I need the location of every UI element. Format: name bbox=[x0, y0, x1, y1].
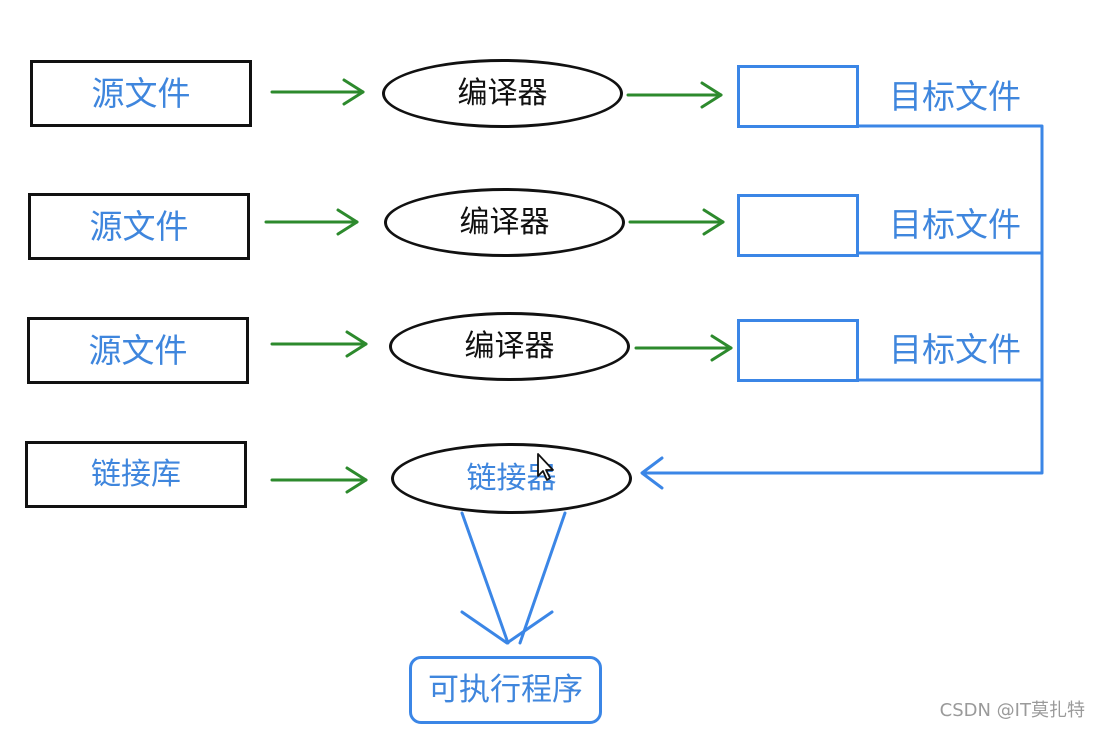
arrow-right-icon bbox=[270, 466, 368, 494]
compiler-ellipse-2: 编译器 bbox=[384, 188, 625, 257]
arrow-left-icon bbox=[640, 456, 664, 490]
source-file-box-3: 源文件 bbox=[27, 317, 249, 384]
target-file-box-3 bbox=[737, 319, 859, 382]
output-line bbox=[518, 511, 567, 645]
arrow-right-icon bbox=[628, 208, 725, 236]
target-file-box-2 bbox=[737, 194, 859, 257]
arrow-right-icon bbox=[634, 334, 733, 362]
compiler-ellipse-1: 编译器 bbox=[382, 59, 623, 128]
source-file-box-1: 源文件 bbox=[30, 60, 252, 127]
output-line bbox=[460, 511, 510, 645]
arrow-down-icon bbox=[460, 610, 554, 645]
link-library-box: 链接库 bbox=[25, 441, 247, 508]
arrow-right-icon bbox=[270, 330, 368, 358]
linker-ellipse: 链接器 bbox=[391, 443, 632, 514]
executable-box: 可执行程序 bbox=[409, 656, 602, 724]
arrow-right-icon bbox=[626, 81, 723, 109]
source-file-box-2: 源文件 bbox=[28, 193, 250, 260]
target-file-label-1: 目标文件 bbox=[889, 77, 1021, 116]
target-file-label-2: 目标文件 bbox=[889, 205, 1021, 244]
target-file-box-1 bbox=[737, 65, 859, 128]
mouse-pointer-icon bbox=[537, 453, 554, 481]
compiler-ellipse-3: 编译器 bbox=[389, 312, 630, 381]
target-file-label-3: 目标文件 bbox=[889, 330, 1021, 369]
merge-line bbox=[642, 124, 1044, 475]
watermark: CSDN @IT莫扎特 bbox=[939, 700, 1085, 721]
arrow-right-icon bbox=[264, 208, 359, 236]
arrow-right-icon bbox=[270, 78, 365, 106]
